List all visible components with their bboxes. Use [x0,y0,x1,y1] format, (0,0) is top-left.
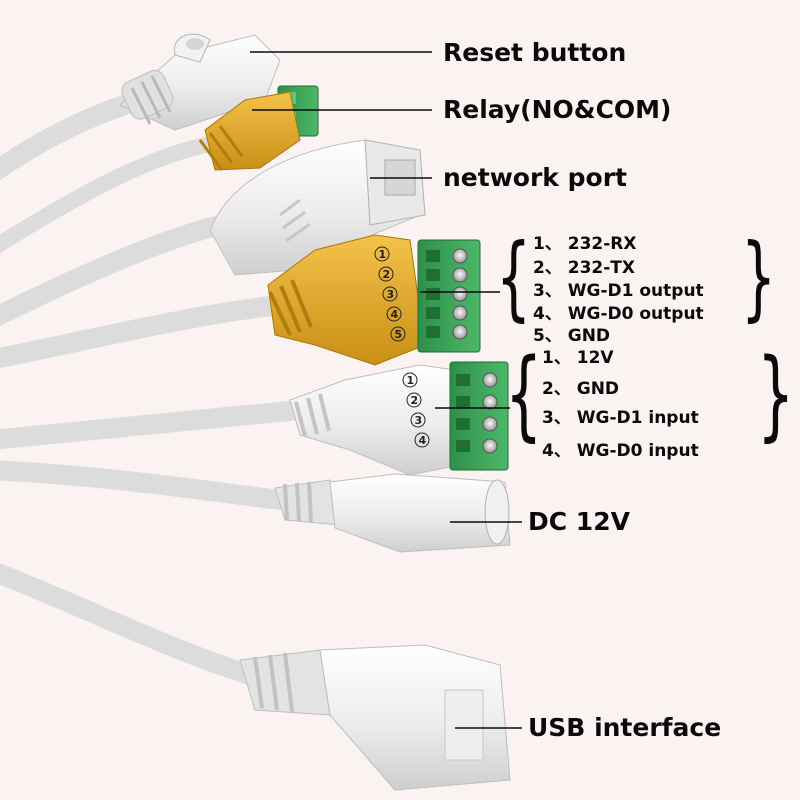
brace-left-terminal5: { [496,224,532,331]
terminal5-connector: 1 2 3 4 5 [267,234,481,366]
cable-dc [0,460,290,510]
pin-number: 4 [419,434,427,447]
terminal-screw [482,372,498,388]
terminal5-line-4: 4、 WG-D0 output [533,304,704,324]
pin-number: 1 [379,248,387,261]
terminal-screw [482,438,498,454]
cable-terminal4 [0,400,310,450]
pin-number: 1 [407,374,415,387]
label-usb-interface: USB interface [528,713,722,742]
terminal-screw [452,286,468,302]
cable-reset [0,90,150,181]
terminal4-line-1: 1、 12V [542,348,614,368]
terminal5-line-3: 3、 WG-D1 output [533,281,704,301]
terminal4-line-2: 2、 GND [542,379,620,399]
pointer-lines [250,51,522,729]
cables [0,90,310,685]
dc-barrel-jack [329,473,511,553]
brace-right-terminal4: } [757,338,795,452]
terminal-screw [482,416,498,432]
pin-number: 3 [415,414,423,427]
label-reset-button: Reset button [443,38,627,67]
brace-right-terminal5: } [741,224,777,331]
cable-relay [0,137,213,254]
terminal5-line-1: 1、 232-RX [533,234,637,254]
cable-network [0,215,230,327]
dc-connector [274,473,511,553]
cable-usb [0,563,260,685]
terminal5-line-2: 2、 232-TX [533,258,635,278]
label-network-port: network port [443,163,627,192]
pin-number: 2 [411,394,419,407]
terminal-screw [452,248,468,264]
terminal4-line-3: 3、 WG-D1 input [542,408,699,428]
label-relay: Relay(NO&COM) [443,95,672,124]
brace-left-terminal4: { [505,338,543,452]
pin-number: 3 [387,288,395,301]
terminal-screw [482,394,498,410]
cable-terminal5 [0,295,290,369]
terminal5-screws [452,248,468,340]
relay-connector [198,85,319,171]
terminal5-line-5: 5、 GND [533,326,611,346]
pin-number: 2 [383,268,391,281]
terminal4-connector: 1 2 3 4 [289,361,509,476]
label-dc-12v: DC 12V [528,507,630,536]
terminal-screw [452,267,468,283]
terminal-screw [452,305,468,321]
pin-number: 4 [391,308,399,321]
usb-connector [239,644,511,791]
pin-number: 5 [395,328,403,341]
terminal4-line-4: 4、 WG-D0 input [542,441,699,461]
terminal-screw [452,324,468,340]
